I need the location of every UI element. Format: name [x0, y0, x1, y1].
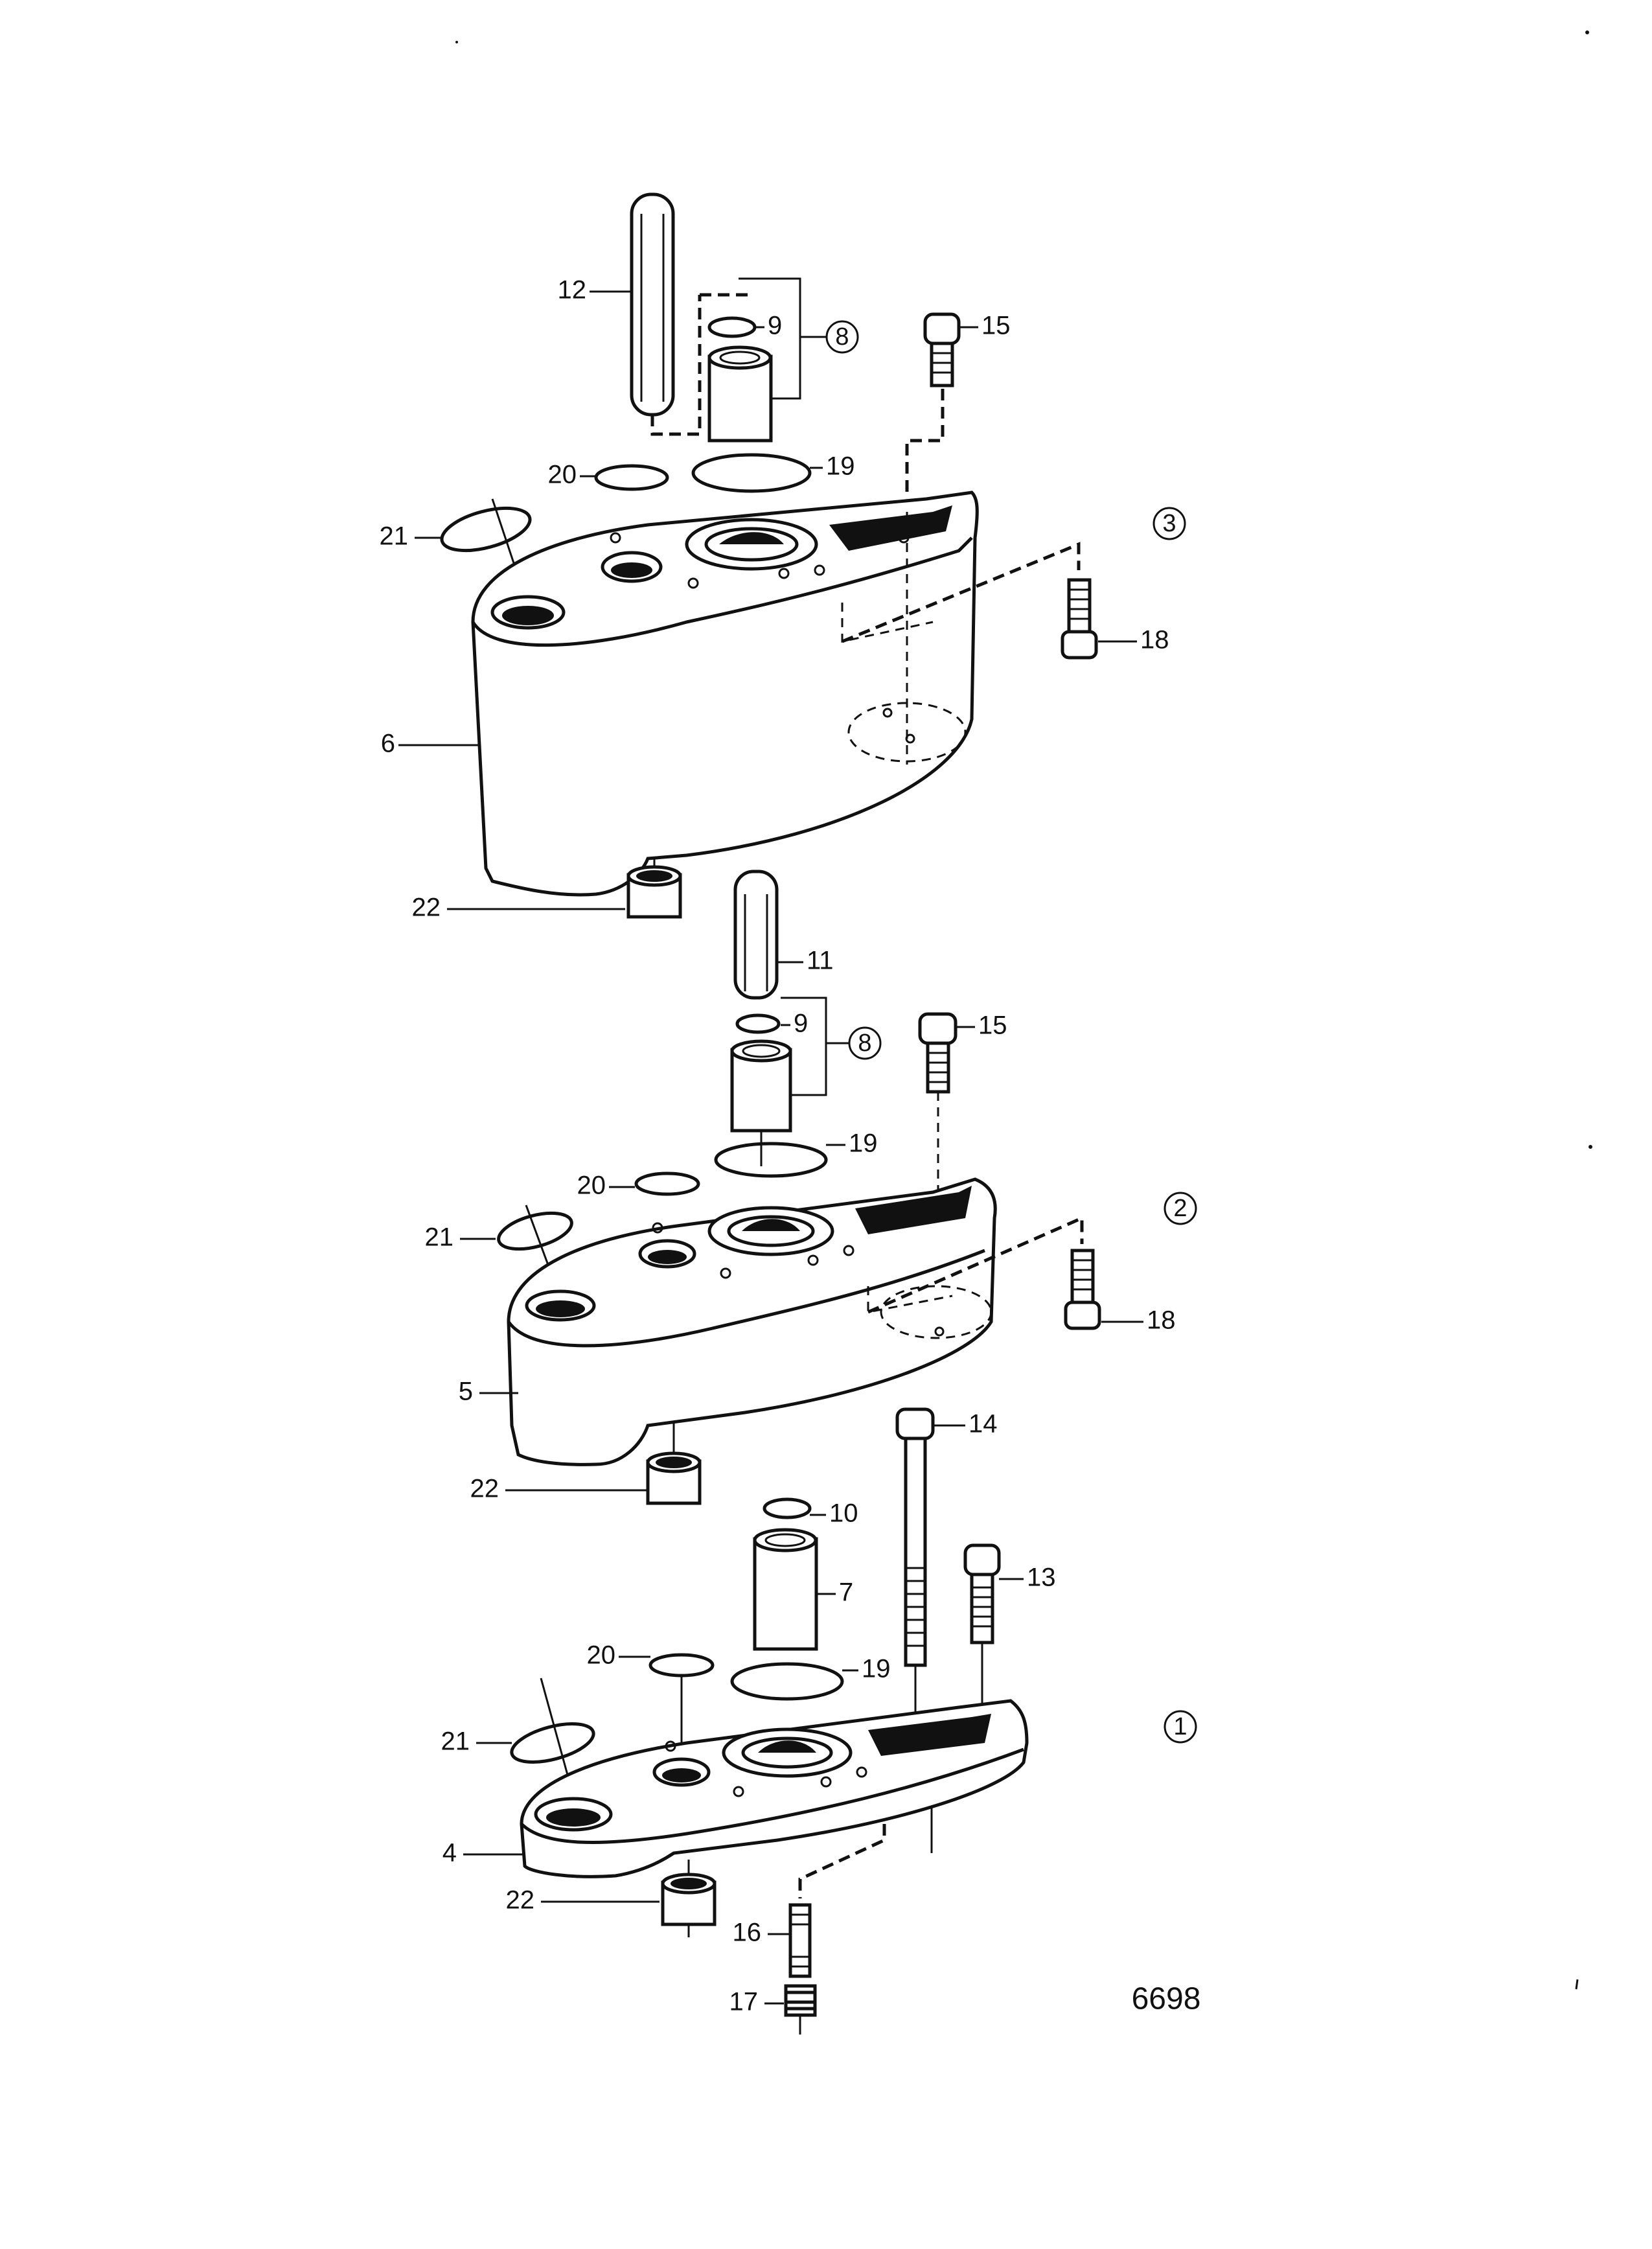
callout-8: 8	[835, 323, 849, 351]
assembly-number-3: 3	[1162, 510, 1176, 537]
callout-17: 17	[729, 1988, 759, 2016]
screw-part-18	[1064, 1249, 1101, 1330]
bush-part-22	[626, 859, 682, 919]
screw-part-18	[1061, 578, 1098, 660]
screw-part-15	[918, 1012, 958, 1094]
callout-14: 14	[969, 1410, 998, 1438]
bearing-part-8	[730, 1039, 792, 1133]
ring-part-9	[707, 316, 757, 338]
bush-part-22	[661, 1860, 717, 1937]
callout-19: 19	[849, 1129, 878, 1158]
callout-leaders	[398, 290, 1143, 2005]
callout-12: 12	[558, 276, 587, 305]
guide-line	[905, 389, 945, 492]
scan-specks	[455, 30, 1592, 1990]
housing-part-5	[507, 1177, 997, 1466]
screw-part-13	[963, 1543, 1001, 1644]
assembly-2	[497, 870, 1101, 1505]
screw-part-15	[923, 312, 961, 387]
callout-22: 22	[506, 1886, 535, 1915]
guide-line	[867, 1216, 1084, 1314]
callout-18: 18	[1147, 1306, 1176, 1335]
assembly-number-2: 2	[1173, 1195, 1187, 1222]
guide-line	[842, 542, 1081, 643]
guide-line	[650, 295, 702, 436]
o-ring-part-21	[510, 1722, 595, 1764]
bearing-part-7	[753, 1528, 818, 1651]
o-ring-part-19	[730, 1662, 844, 1701]
callout-16: 16	[733, 1919, 762, 1947]
housing-part-6	[471, 490, 979, 897]
callout-22: 22	[470, 1475, 499, 1503]
o-ring-part-20	[594, 464, 669, 491]
assembly-number-1: 1	[1173, 1713, 1187, 1740]
callout-21: 21	[425, 1223, 454, 1252]
callout-5: 5	[459, 1378, 473, 1406]
callout-labels: 12 9 8 15 20 19 21 3 18 6 22 11 9 8 15 1…	[380, 276, 1201, 2016]
guide-line	[798, 1824, 886, 1898]
assembly-1	[510, 1407, 1029, 2035]
shaft-part-12	[630, 192, 675, 417]
ring-part-10	[763, 1497, 812, 1519]
bearing-part-8	[707, 345, 773, 443]
callout-21: 21	[380, 522, 409, 551]
callout-20: 20	[577, 1171, 606, 1200]
bush-part-22	[646, 1422, 702, 1505]
callout-15: 15	[981, 312, 1011, 340]
o-ring-part-19	[714, 1142, 828, 1178]
callout-9: 9	[794, 1009, 808, 1038]
callout-6: 6	[381, 730, 395, 758]
callout-19: 19	[862, 1655, 891, 1683]
stud-part-16	[788, 1903, 812, 1978]
o-ring-part-20	[634, 1171, 700, 1196]
o-ring-part-19	[691, 453, 812, 493]
plate-part-4	[520, 1699, 1029, 1878]
screw-part-14	[895, 1407, 935, 1667]
callout-21: 21	[441, 1727, 470, 1756]
callout-7: 7	[839, 1578, 853, 1607]
o-ring-part-20	[648, 1653, 715, 1678]
circled-assembly-1	[1164, 1710, 1197, 1744]
circled-assembly-3	[1153, 507, 1186, 540]
callout-8: 8	[858, 1030, 871, 1057]
callout-19: 19	[826, 452, 855, 481]
bracket	[781, 997, 827, 1096]
callout-10: 10	[829, 1499, 858, 1528]
callout-13: 13	[1027, 1563, 1056, 1592]
circled-assembly-2	[1164, 1192, 1197, 1225]
figure-number: 6698	[1132, 1982, 1201, 2016]
bracket	[739, 277, 801, 400]
ring-part-9	[735, 1013, 781, 1034]
assembly-3	[440, 192, 1098, 919]
callout-11: 11	[807, 947, 834, 975]
callout-15: 15	[978, 1011, 1007, 1040]
callout-9: 9	[768, 312, 782, 340]
callout-4: 4	[442, 1839, 457, 1867]
callout-18: 18	[1140, 626, 1169, 654]
shaft-part-11	[733, 870, 779, 1000]
callout-22: 22	[412, 894, 441, 922]
nut-part-17	[784, 1984, 817, 2035]
callout-20: 20	[548, 461, 577, 489]
callout-20: 20	[587, 1641, 616, 1670]
o-ring-part-21	[440, 506, 532, 553]
